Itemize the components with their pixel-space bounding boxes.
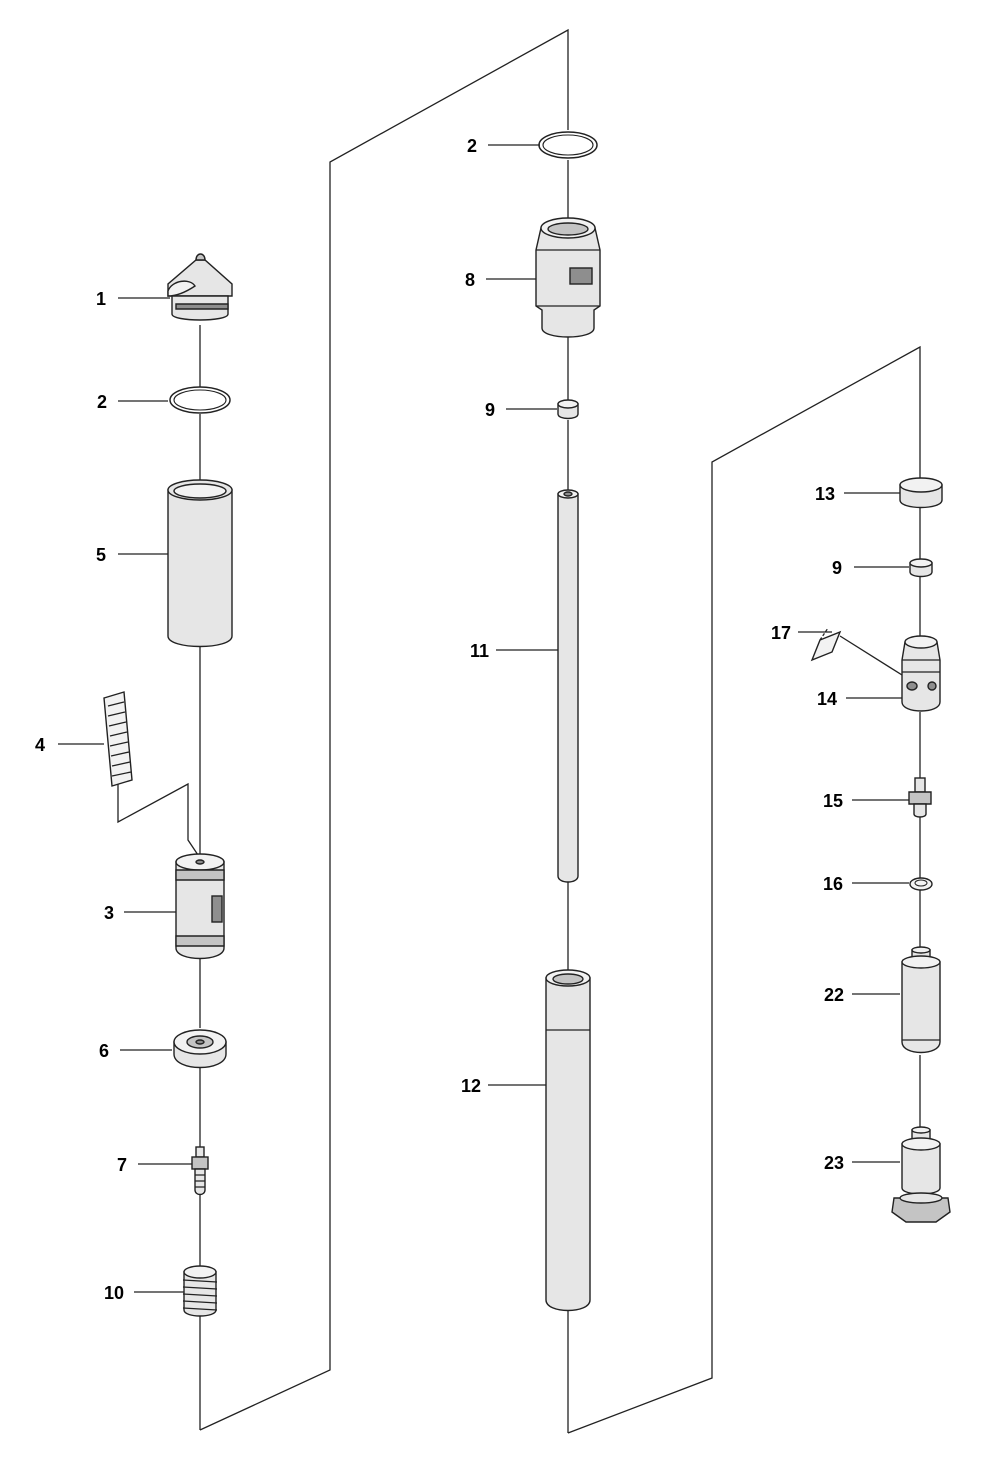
callout-22: 22 — [824, 985, 844, 1005]
part-14-body — [901, 635, 941, 712]
part-15-valve — [908, 777, 932, 818]
callout-2-middle: 2 — [467, 136, 477, 156]
callout-17: 17 — [771, 623, 791, 643]
callout-16: 16 — [823, 874, 843, 894]
callout-14: 14 — [817, 689, 837, 709]
callout-5: 5 — [96, 545, 106, 565]
assembly-lines — [117, 28, 921, 1434]
callout-1: 1 — [96, 289, 106, 309]
part-4-strip — [103, 691, 133, 787]
part-6-washer — [173, 1029, 227, 1069]
part-2-o-ring-middle — [538, 131, 598, 159]
callout-labels: 1 2 5 4 3 6 7 10 2 8 9 11 12 13 9 17 14 … — [35, 136, 844, 1303]
callout-13: 13 — [815, 484, 835, 504]
part-1-nozzle-cap — [167, 253, 233, 321]
part-13-cap-ring — [899, 477, 943, 509]
callout-7: 7 — [117, 1155, 127, 1175]
part-9-small-ring-middle — [557, 399, 579, 420]
leader-lines — [58, 144, 910, 1293]
callout-9-middle: 9 — [485, 400, 495, 420]
callout-15: 15 — [823, 791, 843, 811]
callout-11: 11 — [470, 641, 489, 661]
part-23-coupler — [891, 1126, 951, 1223]
callout-8: 8 — [465, 270, 475, 290]
part-12-long-tube — [545, 969, 591, 1312]
callout-23: 23 — [824, 1153, 844, 1173]
callout-6: 6 — [99, 1041, 109, 1061]
part-8-housing — [535, 217, 601, 338]
part-9-small-ring-right — [909, 558, 933, 578]
callout-9-right: 9 — [832, 558, 842, 578]
part-17-pin — [810, 627, 842, 662]
part-11-rod — [557, 489, 579, 883]
part-5-sleeve-tube — [167, 479, 233, 648]
part-10-threaded-plug — [182, 1265, 218, 1317]
callout-10: 10 — [104, 1283, 124, 1303]
part-3-coupling — [175, 853, 225, 960]
callout-2-left: 2 — [97, 392, 107, 412]
part-16-small-ring — [909, 877, 933, 891]
part-22-cylinder — [901, 946, 941, 1054]
callout-3: 3 — [104, 903, 114, 923]
part-2-o-ring-left — [169, 386, 231, 414]
part-7-nipple — [191, 1146, 209, 1196]
callout-12: 12 — [461, 1076, 481, 1096]
callout-4: 4 — [35, 735, 45, 755]
